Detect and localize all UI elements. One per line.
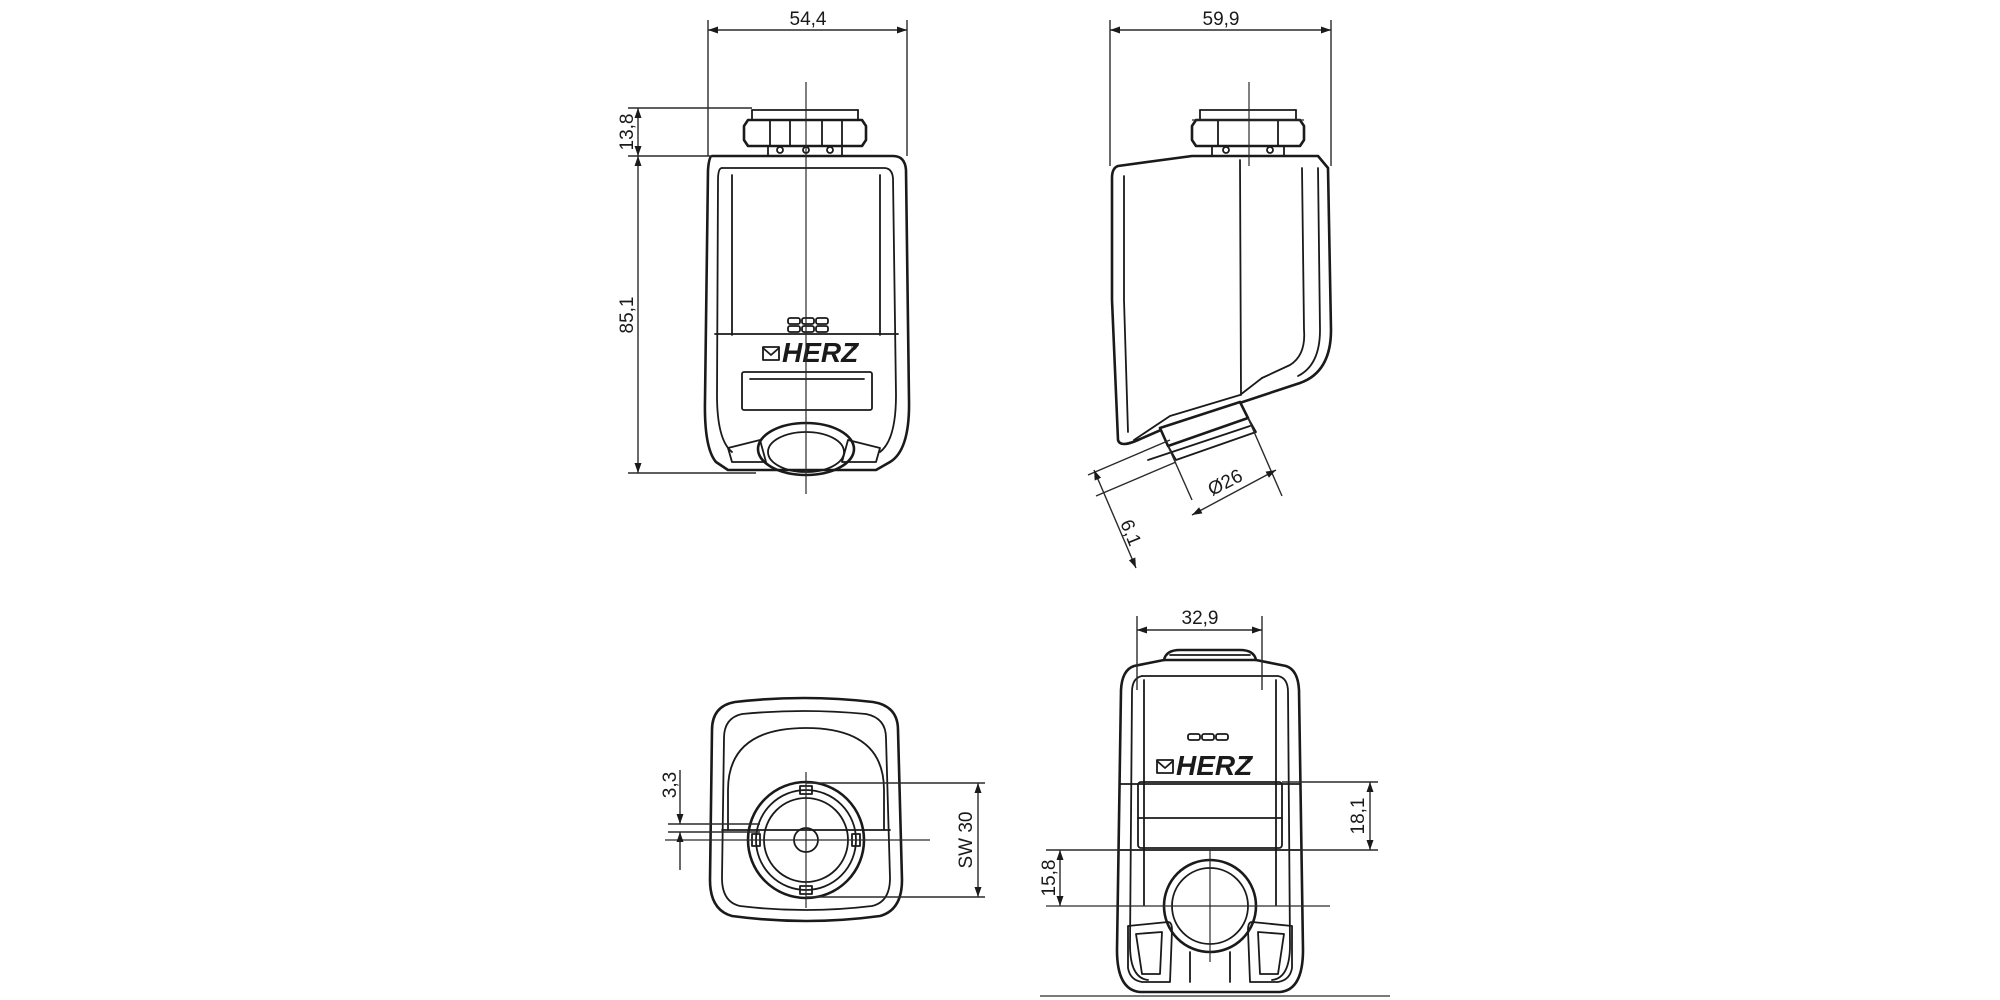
back-logo-text: HERZ: [1176, 750, 1253, 781]
dim-bottom-offset: 3,3: [660, 772, 681, 798]
front-display-window: [741, 371, 873, 411]
back-view: HERZ ® 32,9 18,1 15,8: [1039, 608, 1390, 997]
dim-side-diameter: Ø26: [1205, 466, 1247, 501]
back-body-outline: [1115, 658, 1305, 994]
back-logo-registered: ®: [1245, 756, 1251, 765]
bottom-body-outline: [708, 696, 904, 923]
bottom-view: 3,3 SW 30: [660, 696, 985, 923]
logo-text: HERZ: [782, 337, 859, 368]
dim-bottom-wrench-size: SW 30: [956, 811, 977, 868]
back-herz-logo: HERZ ®: [1156, 750, 1253, 781]
dim-side-width: 59,9: [1203, 9, 1240, 30]
side-dial: [1147, 400, 1257, 461]
dim-back-width: 32,9: [1182, 608, 1219, 629]
front-view: HERZ ® 54,4 13,8 85,1: [617, 9, 911, 494]
front-cap-nut: [742, 118, 868, 148]
dim-front-body-height: 85,1: [617, 297, 638, 334]
herz-logo: HERZ ®: [762, 337, 859, 368]
dim-front-cap-height: 13,8: [617, 114, 638, 151]
side-view: 59,9 Ø26 6,1: [1087, 9, 1333, 569]
side-cap-nut: [1190, 118, 1306, 148]
dim-side-offset: 6,1: [1115, 517, 1144, 549]
logo-registered: ®: [851, 343, 857, 352]
back-vent-slots-icon: [1187, 733, 1229, 741]
back-display-window: [1137, 781, 1283, 849]
front-body-outline: [703, 154, 911, 472]
dim-front-width: 54,4: [790, 9, 827, 30]
dim-back-lower-offset: 15,8: [1039, 860, 1060, 897]
vent-slots-icon: [787, 317, 829, 333]
dim-back-window-height: 18,1: [1348, 798, 1369, 835]
side-body-outline: [1110, 154, 1333, 446]
